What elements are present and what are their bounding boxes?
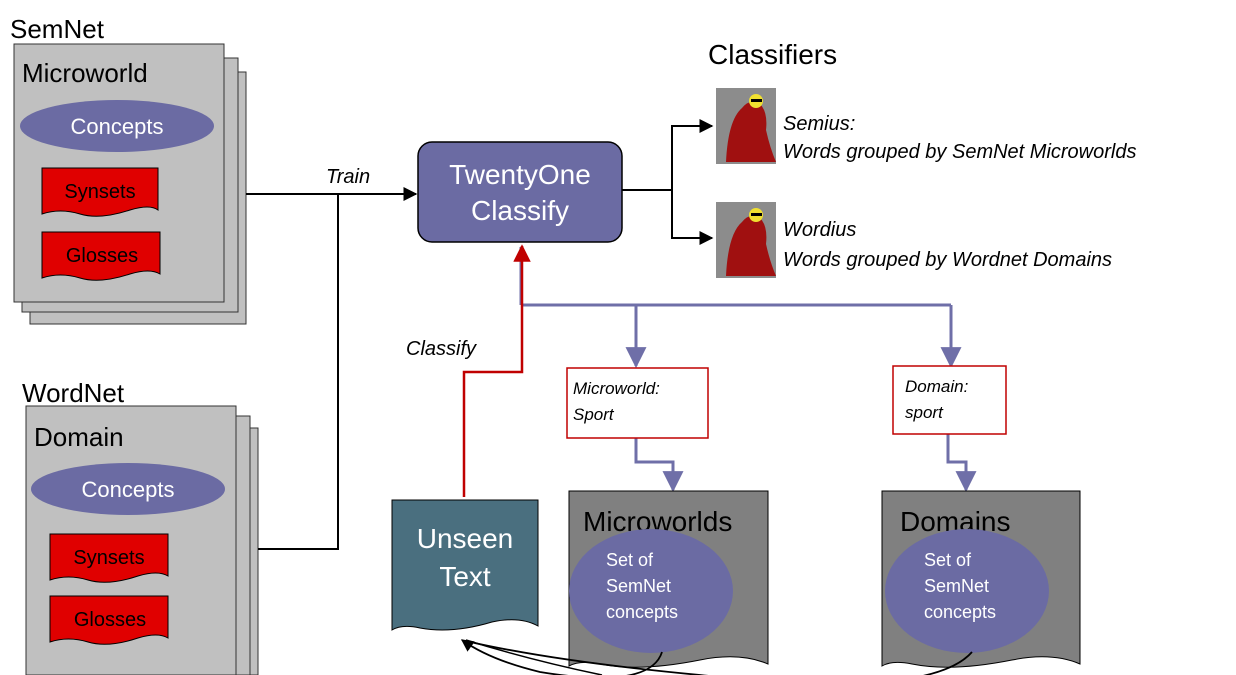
microworlds-set-ellipse: [569, 529, 733, 653]
microworld-label-to-doc: [634, 438, 684, 493]
classifier-edges: [622, 119, 714, 245]
semius-name: Semius:: [783, 113, 855, 135]
wordnet-glosses-tag: [49, 595, 169, 645]
domain-sport-label: Domain: sport: [892, 365, 1007, 435]
domains-doc: Domains Set of SemNet concepts: [881, 490, 1081, 668]
wordnet-card-title: Domain: [34, 422, 124, 452]
arrow-to-wordius: [671, 190, 714, 245]
domain-sport-box: [892, 365, 1007, 435]
microworld-sport-line1: Microworld:: [573, 379, 660, 398]
semnet-glosses-label: Glosses: [66, 245, 138, 267]
semius-icon-cloak: [726, 101, 776, 162]
microworld-sport-label: Microworld: Sport: [566, 367, 709, 439]
unseen-text-doc: Unseen Text: [391, 499, 539, 631]
wordnet-synsets-label: Synsets: [73, 547, 144, 569]
domains-set-line1: Set of: [924, 550, 972, 570]
wordius-desc: Words grouped by Wordnet Domains: [783, 249, 1112, 271]
domains-set-line3: concepts: [924, 602, 996, 622]
unseen-text-shape: [391, 499, 539, 631]
microworlds-set-line1: Set of: [606, 550, 654, 570]
twentyone-line2: Classify: [471, 195, 569, 226]
unseen-line2: Text: [439, 561, 491, 592]
unseen-line1: Unseen: [417, 523, 514, 554]
wordnet-glosses-label: Glosses: [74, 609, 146, 631]
semius-desc: Words grouped by SemNet Microworlds: [783, 141, 1136, 163]
train-bracket-line: [246, 193, 339, 550]
semius-icon-glasses: [751, 99, 762, 102]
arrow-to-semius: [622, 119, 714, 191]
twentyone-box: [417, 141, 623, 243]
microworlds-set-line3: concepts: [606, 602, 678, 622]
semnet-synsets-label: Synsets: [64, 181, 135, 203]
microworlds-doc: Microworlds Set of SemNet concepts: [568, 490, 769, 668]
wordnet-title: WordNet: [22, 378, 125, 408]
return-curve-inner: [465, 639, 603, 675]
classifiers-title: Classifiers: [708, 39, 837, 70]
domains-set-line2: SemNet: [924, 576, 989, 596]
domains-set-ellipse: [885, 529, 1049, 653]
semnet-concepts-ellipse: [20, 100, 214, 152]
domain-label-to-doc: [946, 434, 977, 493]
twentyone-line1: TwentyOne: [449, 159, 591, 190]
twentyone-node: TwentyOne Classify: [417, 141, 623, 243]
semnet-synsets-tag: [41, 167, 159, 217]
wordius-icon: [716, 202, 776, 278]
classify-arrow: [462, 244, 531, 497]
domain-sport-line1: Domain:: [905, 377, 969, 396]
semnet-group: SemNet Microworld Concepts Synsets Gloss…: [10, 14, 247, 325]
return-curves: [460, 639, 973, 675]
microworld-sport-box: [566, 367, 709, 439]
wordius-name: Wordius: [783, 219, 856, 241]
microworlds-set-line2: SemNet: [606, 576, 671, 596]
wordius-icon-glasses: [751, 213, 762, 216]
train-edges: Train: [246, 166, 418, 550]
wordnet-group: WordNet Domain Concepts Synsets Glosses: [22, 378, 259, 675]
return-curve-from-microworlds: [460, 639, 663, 675]
wordnet-concepts-ellipse: [31, 463, 225, 515]
wordnet-synsets-tag: [49, 533, 169, 583]
wordnet-concepts-label: Concepts: [82, 477, 175, 502]
semnet-concepts-label: Concepts: [71, 114, 164, 139]
semnet-glosses-tag: [41, 231, 161, 281]
classify-label: Classify: [406, 338, 477, 360]
classify-edge: Classify: [406, 244, 531, 497]
train-label: Train: [326, 166, 370, 188]
domain-sport-line2: sport: [905, 403, 944, 422]
semius-icon: [716, 88, 776, 164]
semnet-title: SemNet: [10, 14, 105, 44]
microworld-sport-line2: Sport: [573, 405, 615, 424]
semnet-card-title: Microworld: [22, 58, 148, 88]
return-curve-from-domains: [469, 641, 973, 675]
wordius-icon-cloak: [726, 215, 776, 276]
